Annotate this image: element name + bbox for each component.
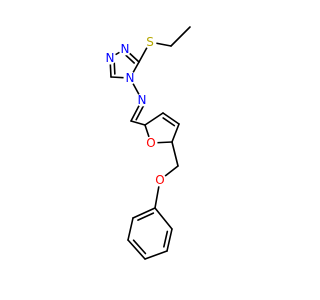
bond-17: [171, 141, 179, 167]
bond-20-double: [137, 212, 155, 221]
atom-symbol: O: [146, 136, 155, 150]
atom-symbol: O: [155, 173, 164, 187]
atom-ofur: O: [144, 136, 158, 150]
bond-22-double: [132, 239, 147, 255]
atom-symbol: S: [146, 35, 154, 49]
atom-n2: N: [118, 42, 132, 56]
atom-background: [144, 136, 158, 150]
bond-13: [162, 112, 180, 125]
atom-symbol: N: [106, 51, 115, 65]
atom-background: [135, 93, 149, 107]
bond-10-double: [135, 104, 145, 121]
atom-background: [153, 173, 167, 187]
bond-25: [154, 207, 173, 230]
atom-n1: N: [103, 51, 117, 65]
bond-22: [127, 239, 146, 260]
atom-background: [118, 42, 132, 56]
bond-21: [127, 217, 134, 241]
atom-symbol: N: [126, 71, 135, 85]
atom-nim: N: [135, 93, 149, 107]
bond-1: [170, 26, 191, 47]
bond-20: [132, 207, 156, 219]
bond-23: [144, 250, 168, 260]
bond-24-double: [163, 230, 169, 248]
atom-n4: N: [123, 71, 137, 85]
atom-background: [123, 71, 137, 85]
bond-14: [171, 123, 180, 143]
bond-11: [130, 120, 146, 126]
atom-symbol: N: [121, 42, 130, 56]
atom-background: [143, 35, 157, 49]
bond-13-double: [162, 117, 176, 127]
atom-s1: S: [143, 35, 157, 49]
bond-12: [144, 112, 164, 126]
atom-background: [103, 51, 117, 65]
atom-symbol: N: [138, 93, 147, 107]
atom-oeth: O: [153, 173, 167, 187]
bond-24: [166, 228, 173, 252]
